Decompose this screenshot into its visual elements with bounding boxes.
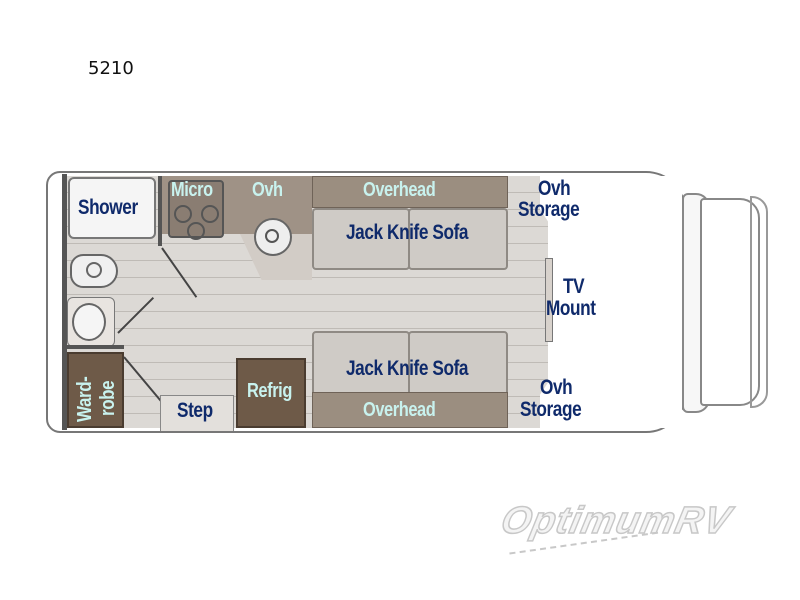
jack-knife-sofa-bottom-right [408, 331, 508, 397]
bath-sink-icon [72, 303, 106, 341]
burner-icon [174, 205, 192, 223]
toilet-seat [86, 262, 102, 278]
overhead-cabinet-bottom [312, 392, 508, 428]
overhead-bottom-label: Overhead [363, 399, 436, 421]
ovh-storage-bottom-label-1: Ovh [540, 376, 573, 399]
burner-icon [187, 222, 205, 240]
watermark-text: OptimumRV [497, 499, 736, 543]
rear-wall [62, 174, 67, 430]
drain-icon [265, 229, 279, 243]
jack-knife-sofa-top-label: Jack Knife Sofa [346, 221, 469, 244]
ovh-storage-bottom-label-2: Storage [520, 398, 582, 421]
bath-partition [64, 345, 124, 349]
wardrobe-label-2: robe [97, 380, 119, 416]
floor-front-wedge [510, 176, 548, 428]
bath-wall [158, 176, 162, 246]
ovh-storage-top-label-1: Ovh [538, 177, 571, 200]
wardrobe-label-1: Ward- [74, 376, 96, 422]
jack-knife-sofa-bottom-label: Jack Knife Sofa [346, 357, 469, 380]
tv-mount-bar [545, 258, 553, 342]
jack-knife-sofa-top-right [408, 208, 508, 270]
refrigerator [236, 358, 306, 428]
model-number: 5210 [88, 58, 134, 79]
front-cab-area [540, 176, 682, 428]
shower [68, 177, 156, 239]
optimumrv-watermark: OptimumRV [497, 499, 770, 573]
jack-knife-sofa-bottom-left [312, 331, 410, 397]
tv-label-2: Mount [546, 297, 596, 320]
overhead-cabinet-top [312, 176, 508, 208]
refrig-label: Refrig [247, 380, 292, 402]
ovh-galley-label: Ovh [252, 179, 283, 201]
shower-label: Shower [78, 196, 138, 219]
step-label: Step [177, 399, 213, 422]
burner-icon [201, 205, 219, 223]
micro-label: Micro [171, 179, 213, 201]
tv-label-1: TV [563, 275, 585, 298]
wardrobe [67, 352, 124, 428]
entry-step [160, 395, 234, 431]
jack-knife-sofa-top-left [312, 208, 410, 270]
ovh-storage-top-label-2: Storage [518, 198, 580, 221]
cab-hood-inner [750, 196, 768, 408]
overhead-top-label: Overhead [363, 179, 436, 201]
